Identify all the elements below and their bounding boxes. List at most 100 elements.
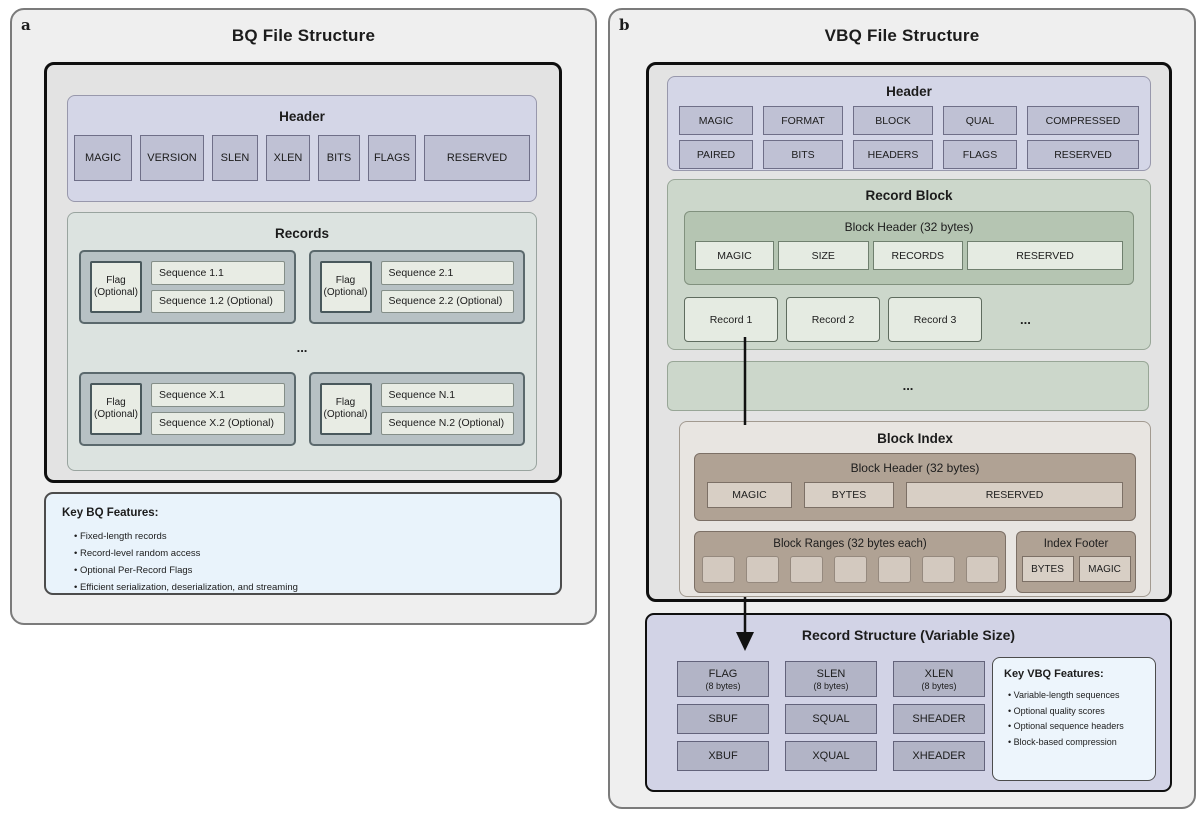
panel-a-title: BQ File Structure	[231, 26, 376, 45]
vbq-features-title: Key VBQ Features:	[1004, 668, 1104, 680]
rs-field-flag: FLAG (8 bytes)	[677, 661, 769, 697]
vbq-header-fields: MAGIC FORMAT BLOCK QUAL COMPRESSED PAIRE…	[679, 106, 1139, 169]
bq-field-version: VERSION	[140, 135, 204, 181]
feature-item: Variable-length sequences	[1008, 688, 1144, 704]
rs-field-xqual: XQUAL	[785, 741, 877, 771]
feature-item: Optional Per-Record Flags	[74, 562, 544, 579]
block-range-cell	[745, 556, 779, 583]
bq-field-xlen: XLEN	[266, 135, 310, 181]
flag-cell: Flag (Optional)	[319, 261, 372, 313]
records-ellipsis: ...	[1020, 312, 1031, 327]
block-range-slots	[695, 556, 1005, 583]
index-footer-label: Index Footer	[1043, 538, 1109, 550]
vbq-field-format: FORMAT	[763, 106, 843, 135]
sequence-column: Sequence N.1 Sequence N.2 (Optional)	[380, 383, 514, 435]
rb-field-records: RECORDS	[872, 241, 964, 270]
vbq-header-section: Header MAGIC FORMAT BLOCK QUAL COMPRESSE…	[667, 76, 1151, 171]
bq-records-title: Records	[274, 226, 330, 241]
bq-file-structure-panel: a BQ File Structure Header MAGIC VERSION…	[10, 8, 597, 625]
record-1-cell: Record 1	[684, 297, 778, 342]
block-header-fields: MAGIC SIZE RECORDS RESERVED	[695, 241, 1124, 270]
flag-optional-label: (Optional)	[323, 409, 368, 420]
record-structure-section: Record Structure (Variable Size) FLAG (8…	[645, 613, 1172, 792]
block-index-fields: MAGIC BYTES RESERVED	[707, 482, 1123, 508]
bq-field-reserved: RESERVED	[424, 135, 530, 181]
vbq-file-structure-panel: b VBQ File Structure Header MAGIC FORMAT…	[608, 8, 1196, 809]
flag-optional-label: (Optional)	[94, 409, 138, 420]
vbq-field-paired: PAIRED	[679, 140, 753, 169]
bi-field-bytes: BYTES	[804, 482, 894, 508]
bq-header-section: Header MAGIC VERSION SLEN XLEN BITS FLAG…	[67, 95, 537, 202]
bq-file-box: Header MAGIC VERSION SLEN XLEN BITS FLAG…	[44, 62, 562, 483]
flag-label: Flag	[335, 397, 356, 408]
bq-key-features-box: Key BQ Features: Fixed-length records Re…	[44, 492, 562, 595]
rs-field-xlen: XLEN (8 bytes)	[893, 661, 985, 697]
block-header-label: Block Header (32 bytes)	[850, 461, 980, 475]
record-row-1: Flag (Optional) Sequence 1.1 Sequence 1.…	[68, 250, 536, 324]
vbq-field-compressed: COMPRESSED	[1027, 106, 1139, 135]
sequence-cell: Sequence 2.2 (Optional)	[380, 289, 514, 313]
sequence-cell: Sequence N.1	[380, 383, 514, 407]
panel-b-label: b	[619, 16, 630, 34]
record-row-2: Flag (Optional) Sequence X.1 Sequence X.…	[68, 372, 536, 446]
rs-field-slen: SLEN (8 bytes)	[785, 661, 877, 697]
bq-header-fields: MAGIC VERSION SLEN XLEN BITS FLAGS RESER…	[68, 135, 536, 181]
vbq-features-list: Variable-length sequences Optional quali…	[1004, 688, 1144, 750]
rs-field-name: SLEN	[816, 667, 846, 680]
footer-field-magic: MAGIC	[1078, 556, 1131, 582]
feature-item: Optional sequence headers	[1008, 719, 1144, 735]
vbq-field-reserved: RESERVED	[1027, 140, 1139, 169]
records-ellipsis: ...	[296, 340, 308, 355]
vbq-field-block: BLOCK	[853, 106, 933, 135]
record-2-cell: Record 2	[786, 297, 880, 342]
sequence-cell: Sequence N.2 (Optional)	[380, 411, 514, 435]
bq-field-flags: FLAGS	[368, 135, 416, 181]
block-header-label: Block Header (32 bytes)	[844, 220, 974, 234]
record-3-cell: Record 3	[888, 297, 982, 342]
rs-field-name: XLEN	[924, 667, 954, 680]
record-block-section: Record Block Block Header (32 bytes) MAG…	[667, 179, 1151, 350]
block-range-cell	[701, 556, 735, 583]
record-group-1: Flag (Optional) Sequence 1.1 Sequence 1.…	[79, 250, 296, 324]
bq-features-title: Key BQ Features:	[62, 507, 159, 519]
bq-field-magic: MAGIC	[74, 135, 132, 181]
panel-a-label: a	[21, 16, 31, 34]
bq-records-section: Records Flag (Optional) Sequence 1.1 Seq…	[67, 212, 537, 471]
rb-field-reserved: RESERVED	[967, 241, 1124, 270]
vbq-field-bits: BITS	[763, 140, 843, 169]
panel-b-title: VBQ File Structure	[824, 26, 980, 45]
flag-cell: Flag (Optional)	[90, 383, 142, 435]
sequence-cell: Sequence 1.1	[151, 261, 285, 285]
vbq-file-box: Header MAGIC FORMAT BLOCK QUAL COMPRESSE…	[646, 62, 1172, 602]
sequence-cell: Sequence X.1	[151, 383, 285, 407]
sequence-cell: Sequence X.2 (Optional)	[151, 411, 285, 435]
record-group-n: Flag (Optional) Sequence N.1 Sequence N.…	[308, 372, 525, 446]
block-range-cell	[921, 556, 955, 583]
rs-field-size: (8 bytes)	[813, 680, 849, 691]
flag-label: Flag	[106, 275, 126, 286]
record-block-title: Record Block	[865, 188, 953, 203]
sequence-column: Sequence X.1 Sequence X.2 (Optional)	[151, 383, 285, 435]
vbq-field-headers: HEADERS	[853, 140, 933, 169]
block-index-section: Block Index Block Header (32 bytes) MAGI…	[679, 421, 1151, 597]
sequence-column: Sequence 2.1 Sequence 2.2 (Optional)	[380, 261, 514, 313]
bq-field-slen: SLEN	[212, 135, 258, 181]
flag-optional-label: (Optional)	[94, 287, 138, 298]
bi-field-magic: MAGIC	[707, 482, 792, 508]
record-block-header: Block Header (32 bytes) MAGIC SIZE RECOR…	[684, 211, 1134, 285]
index-footer-box: Index Footer BYTES MAGIC	[1016, 531, 1136, 593]
vbq-field-qual: QUAL	[943, 106, 1017, 135]
block-index-bottom-row: Block Ranges (32 bytes each) Index Foote…	[694, 531, 1136, 593]
block-index-header: Block Header (32 bytes) MAGIC BYTES RESE…	[694, 453, 1136, 521]
rs-field-sbuf: SBUF	[677, 704, 769, 734]
record-group-x: Flag (Optional) Sequence X.1 Sequence X.…	[79, 372, 296, 446]
flag-label: Flag	[335, 275, 356, 286]
feature-item: Block-based compression	[1008, 735, 1144, 751]
block-index-title: Block Index	[877, 431, 953, 446]
block-range-cell	[789, 556, 823, 583]
rs-field-name: FLAG	[708, 667, 738, 680]
bq-header-title: Header	[279, 109, 325, 124]
bi-field-reserved: RESERVED	[906, 482, 1123, 508]
vbq-key-features-box: Key VBQ Features: Variable-length sequen…	[992, 657, 1156, 781]
footer-field-bytes: BYTES	[1021, 556, 1074, 582]
